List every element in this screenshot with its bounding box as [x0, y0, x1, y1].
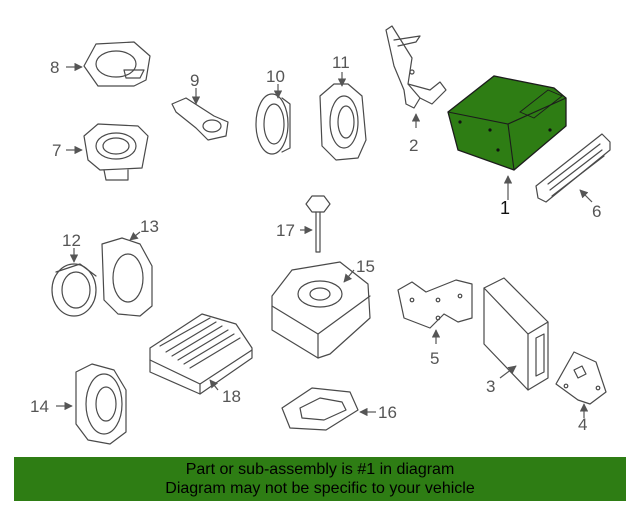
callout-3[interactable]: 3: [486, 377, 495, 396]
part-14-oval-speaker[interactable]: [75, 363, 127, 445]
callout-14[interactable]: 14: [30, 397, 49, 416]
callout-16[interactable]: 16: [378, 403, 397, 422]
callout-7[interactable]: 7: [52, 141, 61, 160]
info-banner: Part or sub-assembly is #1 in diagram Di…: [14, 457, 626, 501]
part-10-round-speaker[interactable]: [255, 93, 291, 155]
part-1-highlighted-module[interactable]: [447, 75, 567, 171]
part-17-bolt[interactable]: [305, 195, 331, 253]
part-12-speaker[interactable]: [51, 263, 97, 317]
part-6-trim-bezel[interactable]: [535, 133, 611, 203]
callout-6[interactable]: 6: [592, 202, 601, 221]
callout-17[interactable]: 17: [276, 221, 295, 240]
callout-5[interactable]: 5: [430, 349, 439, 368]
callout-15[interactable]: 15: [356, 257, 375, 276]
callout-4[interactable]: 4: [578, 415, 587, 434]
callout-12[interactable]: 12: [62, 231, 81, 250]
part-4-mounting-bracket[interactable]: [555, 351, 607, 405]
callout-1[interactable]: 1: [500, 198, 510, 218]
part-9-tweeter[interactable]: [171, 97, 229, 141]
exploded-parts-diagram: 1 2 3 4 5 6: [30, 25, 611, 445]
callout-9[interactable]: 9: [190, 71, 199, 90]
banner-line-1: Part or sub-assembly is #1 in diagram: [185, 461, 455, 478]
callout-10[interactable]: 10: [266, 67, 285, 86]
part-2-bracket[interactable]: [385, 25, 447, 109]
callout-11[interactable]: 11: [332, 53, 350, 72]
banner-line-2: Diagram may not be specific to your vehi…: [165, 480, 475, 497]
callout-18[interactable]: 18: [222, 387, 241, 406]
part-11-speaker-housing[interactable]: [319, 83, 367, 161]
part-7-speaker[interactable]: [83, 123, 149, 181]
part-15-subwoofer-enclosure[interactable]: [271, 261, 371, 359]
part-8-speaker-bracket[interactable]: [83, 41, 151, 87]
part-18-amplifier[interactable]: [149, 313, 253, 395]
part-13-speaker-adapter[interactable]: [101, 237, 153, 317]
callout-2[interactable]: 2: [409, 136, 418, 155]
part-5-mounting-bracket[interactable]: [397, 279, 473, 329]
callout-13[interactable]: 13: [140, 217, 159, 236]
part-3-control-unit[interactable]: [483, 277, 549, 391]
part-16-module-bracket[interactable]: [281, 387, 359, 431]
callout-8[interactable]: 8: [50, 58, 59, 77]
